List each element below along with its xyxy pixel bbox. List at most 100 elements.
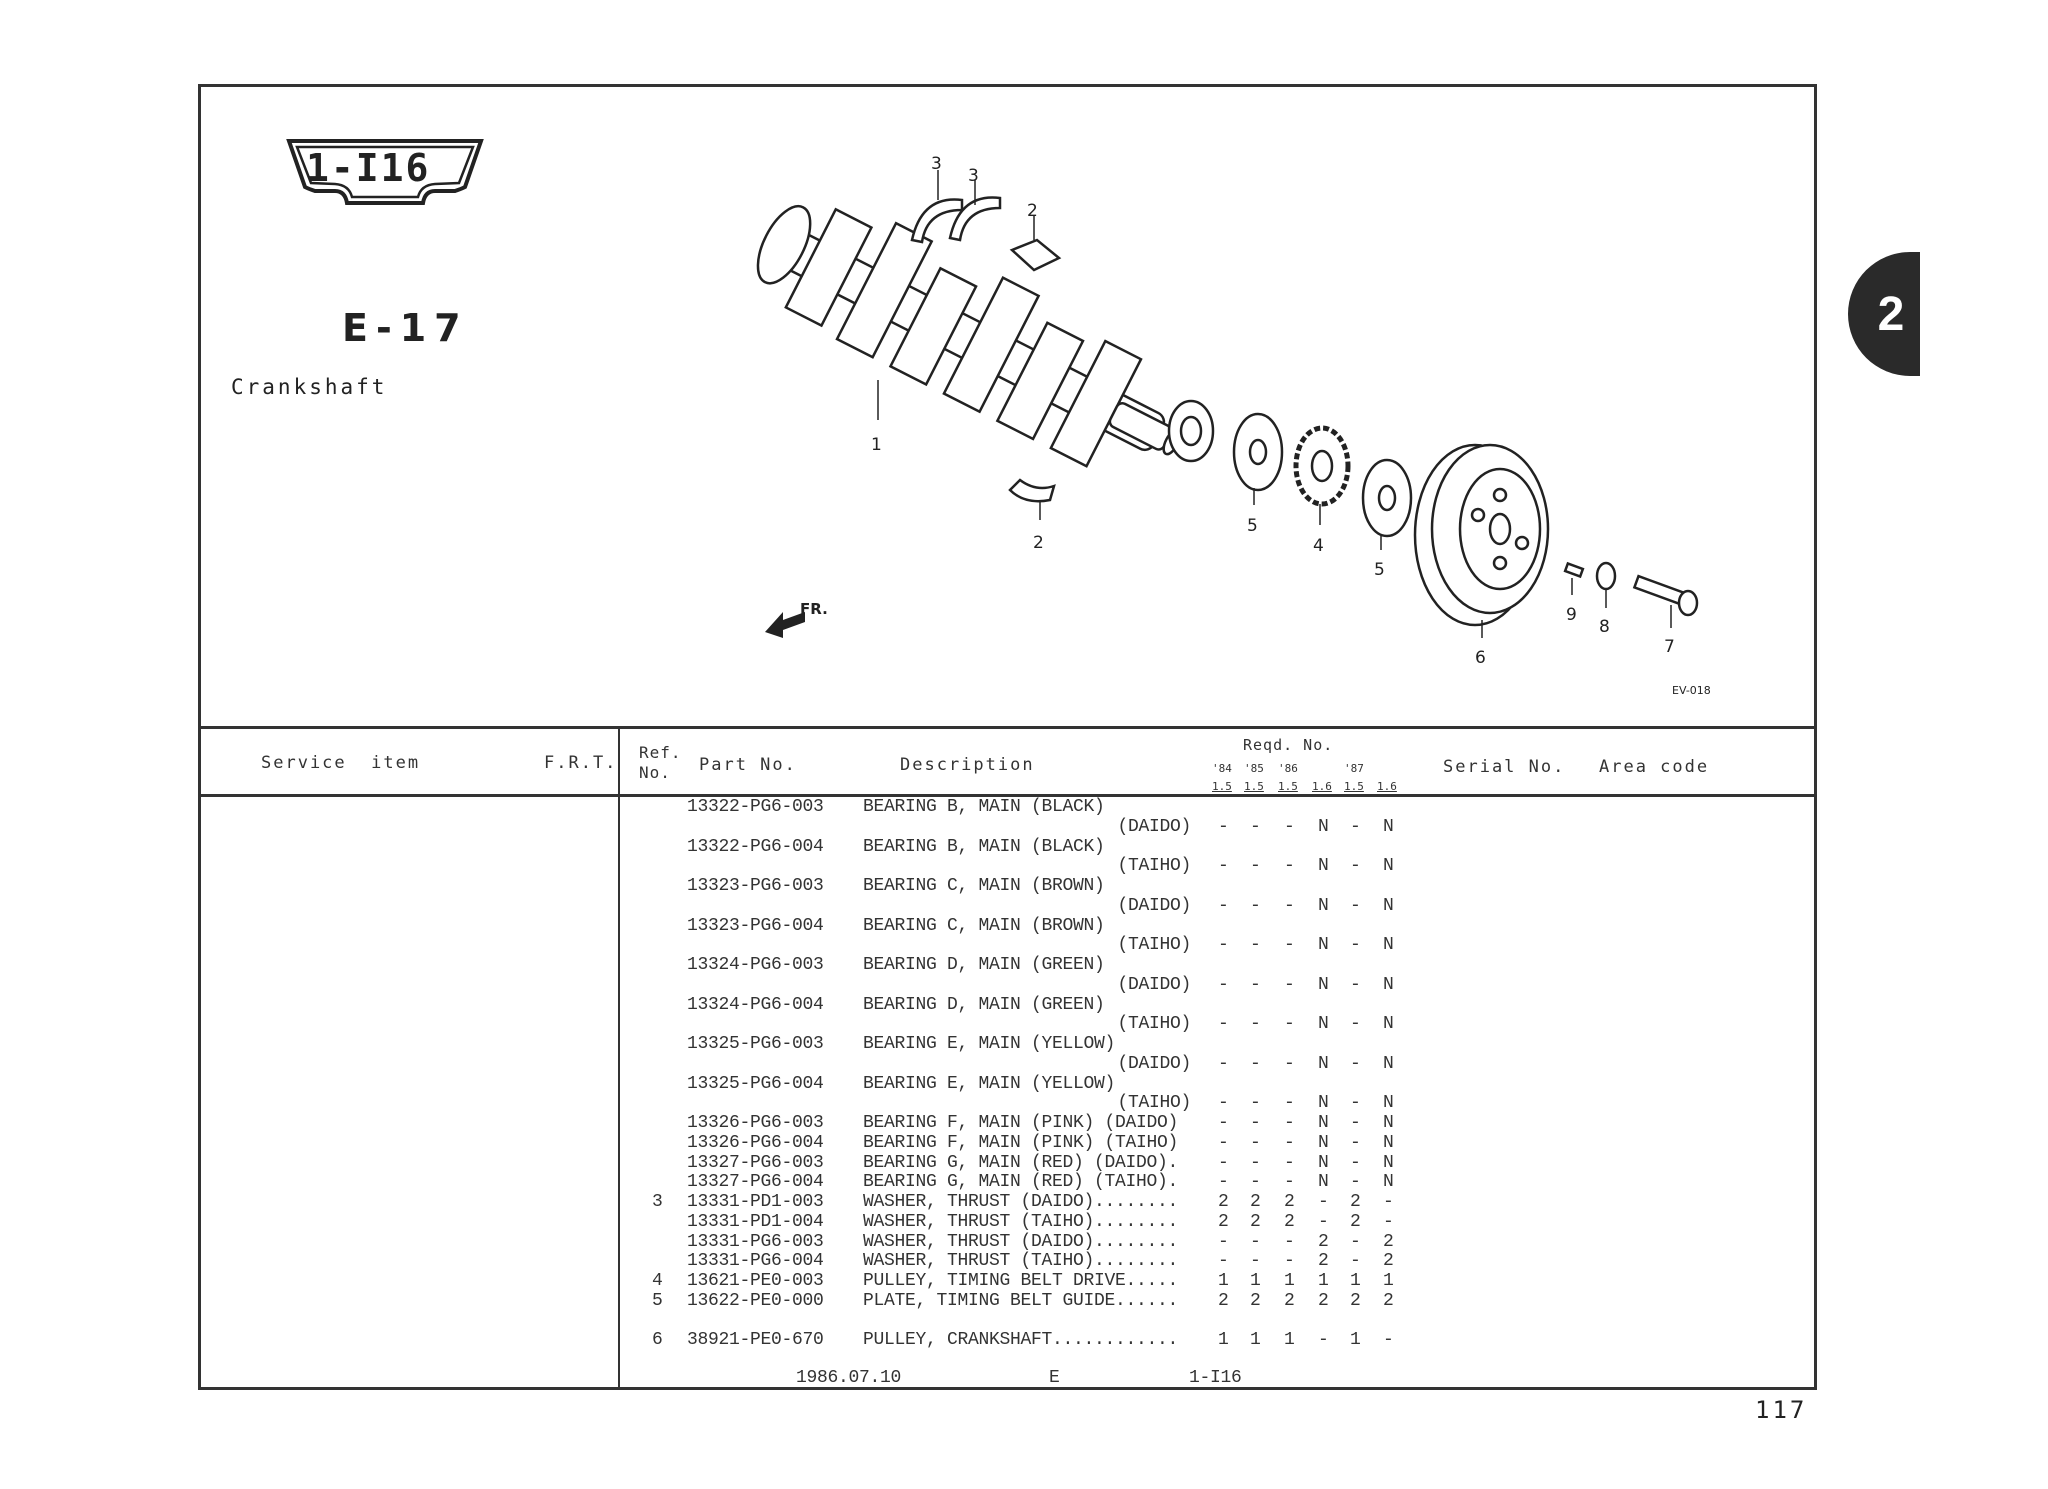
reqd-qty: 1 <box>1350 1330 1361 1351</box>
reqd-qty: N <box>1318 856 1329 877</box>
description-supplier: (TAIHO) <box>1117 856 1191 877</box>
reqd-qty: 1 <box>1218 1271 1229 1291</box>
part-no: 13322-PG6-004 <box>687 836 824 857</box>
reqd-qty: - <box>1218 1113 1229 1133</box>
part-no: 38921-PE0-670 <box>687 1330 824 1351</box>
col-frt: F.R.T. <box>544 753 618 773</box>
reqd-qty: - <box>1284 1231 1295 1252</box>
reqd-qty: 1 <box>1250 1330 1261 1351</box>
description: BEARING E, MAIN (YELLOW) <box>863 1034 1116 1054</box>
parts-page-frame <box>198 84 1817 1390</box>
reqd-qty: - <box>1218 1014 1229 1035</box>
reqd-qty: - <box>1350 1132 1361 1153</box>
reqd-qty: - <box>1284 1152 1295 1173</box>
reqd-qty: - <box>1383 1330 1394 1351</box>
section-badge-frame <box>286 139 484 205</box>
reqd-qty: 1 <box>1250 1271 1261 1291</box>
reqd-qty: - <box>1284 1172 1295 1193</box>
footer-edition: E <box>1049 1368 1060 1388</box>
col-part-no: Part No. <box>699 755 797 775</box>
reqd-qty: - <box>1350 1053 1361 1074</box>
reqd-qty: - <box>1250 1014 1261 1035</box>
reqd-qty: - <box>1350 974 1361 995</box>
part-no: 13326-PG6-003 <box>687 1113 824 1133</box>
description: BEARING E, MAIN (YELLOW) <box>863 1073 1116 1094</box>
part-no: 13331-PG6-004 <box>687 1251 824 1272</box>
table-row: 13325-PG6-003 BEARING E, MAIN (YELLOW) <box>0 1034 2048 1054</box>
reqd-qty: N <box>1318 1152 1329 1173</box>
ref-no: 4 <box>652 1271 663 1291</box>
description: WASHER, THRUST (TAIHO)........ <box>863 1251 1179 1272</box>
description: WASHER, THRUST (DAIDO)........ <box>863 1231 1179 1252</box>
description: BEARING D, MAIN (GREEN) <box>863 955 1105 975</box>
reqd-qty: N <box>1383 895 1394 916</box>
reqd-qty: - <box>1284 1132 1295 1153</box>
callout-7: 7 <box>1664 637 1675 657</box>
table-row: (TAIHO)---N-N <box>0 1093 2048 1113</box>
page-title: Crankshaft <box>231 375 388 399</box>
col-ref-no-2: No. <box>639 763 671 782</box>
reqd-qty: N <box>1383 1113 1394 1133</box>
reqd-qty: - <box>1250 1251 1261 1272</box>
reqd-qty: N <box>1383 1152 1394 1173</box>
description-supplier: (DAIDO) <box>1117 1053 1191 1074</box>
reqd-qty: - <box>1218 895 1229 916</box>
reqd-qty: - <box>1250 856 1261 877</box>
bearing-shells <box>910 196 1062 503</box>
ref-no: 3 <box>652 1192 663 1212</box>
table-row <box>0 1311 2048 1331</box>
table-row: (DAIDO)---N-N <box>0 896 2048 916</box>
description-supplier: (DAIDO) <box>1117 895 1191 916</box>
callout-2: 2 <box>1027 201 1038 221</box>
reqd-qty: - <box>1284 1093 1295 1114</box>
col-engine: 1.6 <box>1312 780 1332 793</box>
reqd-qty: 2 <box>1318 1290 1329 1311</box>
callout-8: 8 <box>1599 617 1610 637</box>
description: PULLEY, TIMING BELT DRIVE..... <box>863 1271 1179 1291</box>
reqd-qty: N <box>1383 1093 1394 1114</box>
reqd-qty: N <box>1318 1053 1329 1074</box>
reqd-qty: - <box>1218 1053 1229 1074</box>
reqd-qty: - <box>1284 1251 1295 1272</box>
callout-4: 4 <box>1313 536 1324 556</box>
description: BEARING C, MAIN (BROWN) <box>863 876 1105 896</box>
reqd-qty: N <box>1318 1093 1329 1114</box>
ref-no: 5 <box>652 1290 663 1311</box>
reqd-qty: 1 <box>1350 1271 1361 1291</box>
reqd-qty: N <box>1383 1172 1394 1193</box>
reqd-qty: 2 <box>1383 1251 1394 1272</box>
reqd-qty: 2 <box>1318 1231 1329 1252</box>
callout-3: 3 <box>931 154 942 174</box>
reqd-qty: 2 <box>1218 1211 1229 1232</box>
col-serial-no: Serial No. <box>1443 757 1566 777</box>
reqd-qty: - <box>1350 1251 1361 1272</box>
col-service-item: Service item <box>261 753 421 773</box>
reqd-qty: - <box>1284 856 1295 877</box>
reqd-qty: - <box>1218 1152 1229 1173</box>
group-code: E-17 <box>342 306 469 350</box>
callout-3: 3 <box>968 166 979 186</box>
reqd-qty: - <box>1250 1053 1261 1074</box>
reqd-qty: 2 <box>1250 1290 1261 1311</box>
description: BEARING G, MAIN (RED) (TAIHO). <box>863 1172 1179 1193</box>
part-no: 13331-PG6-003 <box>687 1231 824 1252</box>
reqd-qty: 2 <box>1350 1211 1361 1232</box>
part-no: 13324-PG6-003 <box>687 955 824 975</box>
part-no: 13325-PG6-003 <box>687 1034 824 1054</box>
col-description: Description <box>900 755 1035 775</box>
diagram-code: EV-018 <box>1672 684 1711 697</box>
table-row: (TAIHO)---N-N <box>0 1014 2048 1034</box>
reqd-qty: 1 <box>1284 1330 1295 1351</box>
reqd-qty: - <box>1284 935 1295 956</box>
col-engine: 1.6 <box>1377 780 1397 793</box>
col-engine: 1.5 <box>1278 780 1298 793</box>
reqd-qty: 1 <box>1383 1271 1394 1291</box>
footer-page-ref: 1-I16 <box>1189 1368 1242 1388</box>
description-supplier: (TAIHO) <box>1117 935 1191 956</box>
footer-date: 1986.07.10 <box>796 1368 902 1388</box>
